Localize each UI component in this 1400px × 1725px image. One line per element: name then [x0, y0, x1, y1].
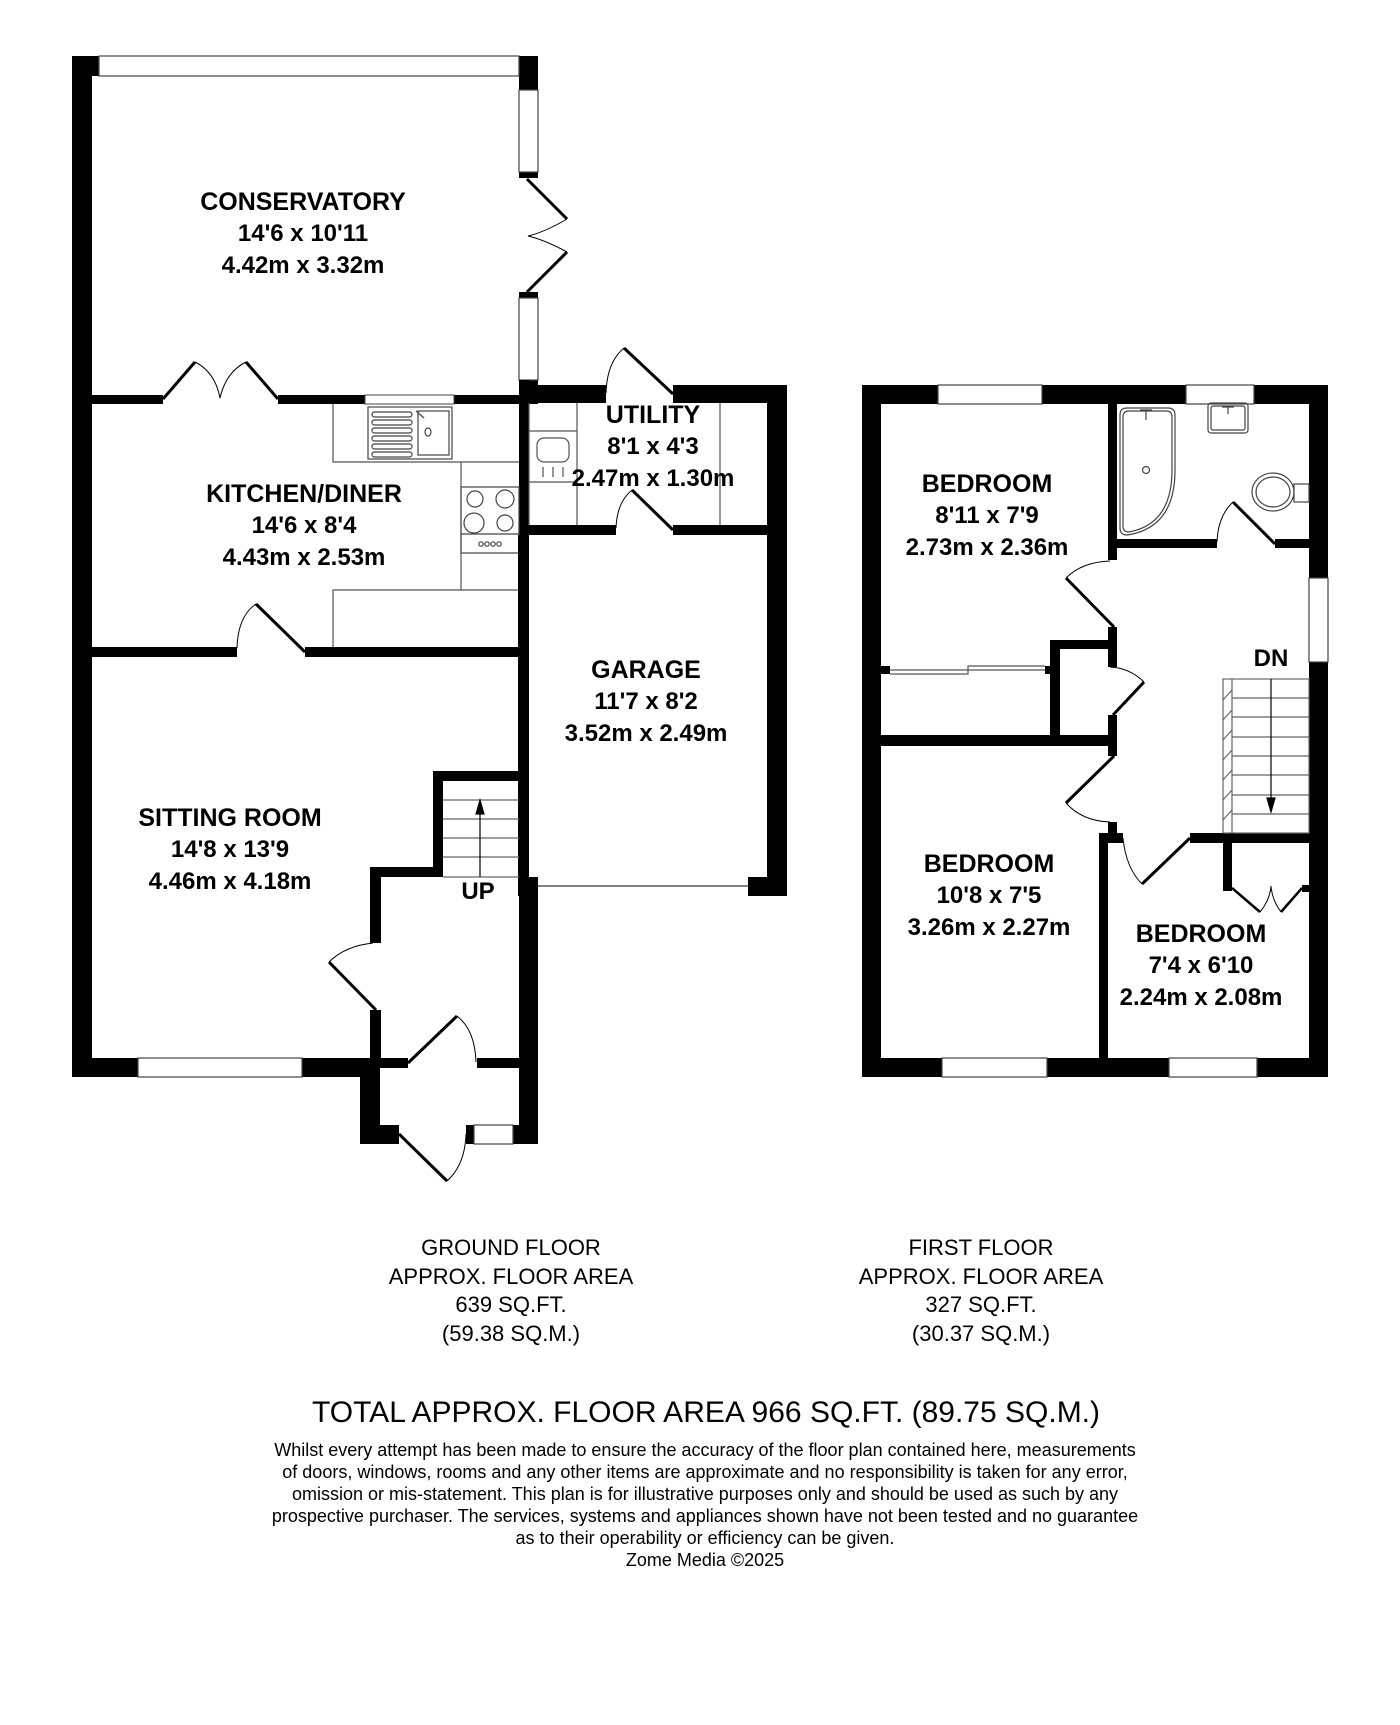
floor-title: GROUND FLOOR	[421, 1235, 601, 1260]
utility-walls	[519, 385, 787, 896]
room-imperial: 14'6 x 10'11	[237, 220, 369, 247]
bedroom1-door-icon	[1064, 560, 1116, 629]
first-floor-summary: FIRST FLOOR APPROX. FLOOR AREA 327 SQ.FT…	[859, 1234, 1104, 1348]
room-name: BEDROOM	[1135, 920, 1267, 948]
floor-sqft: 639 SQ.FT.	[455, 1292, 567, 1317]
basin-icon	[1207, 402, 1249, 434]
room-label-kitchen-diner: KITCHEN/DINER 14'6 x 8'4 4.43m x 2.53m	[206, 478, 402, 574]
kitchen-bifold-door-icon	[161, 361, 280, 400]
sink-icon	[367, 406, 453, 460]
stairs-up-icon	[443, 797, 519, 878]
floor-title: FIRST FLOOR	[908, 1235, 1054, 1260]
toilet-icon	[1251, 472, 1310, 512]
bath-icon	[1119, 407, 1176, 536]
hob-icon	[460, 486, 520, 554]
room-label-bedroom-2: BEDROOM 10'8 x 7'5 3.26m x 2.27m	[908, 848, 1071, 944]
conservatory-bifold-door-icon	[525, 177, 569, 294]
disclaimer-line: Whilst every attempt has been made to en…	[274, 1440, 1136, 1460]
room-label-sitting-room: SITTING ROOM 14'8 x 13'9 4.46m x 4.18m	[138, 802, 321, 898]
stairs-down-icon	[1222, 678, 1310, 834]
room-metric: 2.24m x 2.08m	[1119, 984, 1283, 1011]
room-name: CONSERVATORY	[200, 188, 406, 216]
disclaimer: Whilst every attempt has been made to en…	[0, 1439, 1400, 1571]
wardrobe-sliding-doors	[890, 665, 1045, 675]
conservatory-walls	[72, 56, 538, 1077]
room-label-bedroom-3: BEDROOM 7'4 x 6'10 2.24m x 2.08m	[1120, 918, 1283, 1014]
room-label-bedroom-1: BEDROOM 8'11 x 7'9 2.73m x 2.36m	[906, 468, 1069, 564]
room-label-garage: GARAGE 11'7 x 8'2 3.52m x 2.49m	[565, 654, 728, 750]
kitchen-door-icon	[236, 602, 307, 654]
room-name: UTILITY	[605, 401, 701, 429]
bedroom3-wardrobe-doors-icon	[1231, 885, 1303, 913]
garage-utility-door-icon	[615, 488, 675, 532]
bathroom-door-icon	[1216, 500, 1277, 546]
utility-units	[528, 403, 721, 525]
room-imperial: 8'1 x 4'3	[607, 433, 699, 460]
ground-floor-plan	[72, 55, 787, 1183]
first-floor-walls	[862, 385, 1328, 1077]
room-metric: 3.52m x 2.49m	[564, 720, 728, 747]
room-imperial: 8'11 x 7'9	[935, 502, 1039, 529]
room-label-conservatory: CONSERVATORY 14'6 x 10'11 4.42m x 3.32m	[200, 186, 406, 282]
room-imperial: 10'8 x 7'5	[936, 882, 1042, 909]
room-name: BEDROOM	[923, 850, 1055, 878]
room-metric: 4.42m x 3.32m	[221, 252, 385, 279]
disclaimer-line: of doors, windows, rooms and any other i…	[282, 1462, 1128, 1482]
conservatory-windows	[98, 55, 539, 381]
stairs-down-label: DN	[1253, 645, 1289, 672]
room-imperial: 11'7 x 8'2	[594, 688, 698, 715]
room-metric: 4.43m x 2.53m	[222, 544, 386, 571]
room-name: GARAGE	[591, 656, 701, 684]
copyright: Zome Media ©2025	[625, 1550, 785, 1570]
sitting-room-door-icon	[327, 942, 378, 1012]
utility-door-icon	[605, 346, 675, 396]
stairs-up-label: UP	[461, 878, 495, 905]
disclaimer-line: prospective purchaser. The services, sys…	[271, 1506, 1139, 1526]
room-imperial: 14'6 x 8'4	[251, 512, 357, 539]
room-imperial: 14'8 x 13'9	[170, 836, 290, 863]
room-name: SITTING ROOM	[138, 804, 322, 832]
room-metric: 3.26m x 2.27m	[907, 914, 1071, 941]
sitting-room-window	[137, 1057, 303, 1078]
room-metric: 2.73m x 2.36m	[905, 534, 1069, 561]
front-door-icon	[397, 1132, 467, 1183]
ground-floor-summary: GROUND FLOOR APPROX. FLOOR AREA 639 SQ.F…	[389, 1234, 634, 1348]
porch-window	[473, 1124, 514, 1145]
disclaimer-line: omission or mis-statement. This plan is …	[291, 1484, 1119, 1504]
first-floor-windows	[937, 384, 1329, 1078]
total-floor-area: TOTAL APPROX. FLOOR AREA 966 SQ.FT. (89.…	[311, 1396, 1101, 1429]
floor-subtitle: APPROX. FLOOR AREA	[858, 1263, 1104, 1289]
porch-inner-door-icon	[406, 1014, 477, 1065]
kitchen-window	[364, 394, 455, 405]
room-metric: 2.47m x 1.30m	[571, 465, 735, 492]
bedroom3-door-icon	[1122, 836, 1192, 886]
room-imperial: 7'4 x 6'10	[1148, 952, 1254, 979]
room-metric: 4.46m x 4.18m	[148, 868, 312, 895]
room-name: BEDROOM	[921, 470, 1053, 498]
sitting-room-walls	[72, 657, 538, 1144]
floor-sqm: (30.37 SQ.M.)	[911, 1320, 1051, 1346]
room-name: KITCHEN/DINER	[206, 480, 402, 508]
floor-sqm: (59.38 SQ.M.)	[441, 1320, 581, 1346]
floor-sqft: 327 SQ.FT.	[925, 1292, 1037, 1317]
cupboard-door-icon	[1109, 666, 1146, 717]
room-label-utility: UTILITY 8'1 x 4'3 2.47m x 1.30m	[572, 399, 735, 495]
disclaimer-line: as to their operability or efficiency ca…	[515, 1528, 895, 1548]
bedroom2-door-icon	[1064, 754, 1116, 823]
floor-subtitle: APPROX. FLOOR AREA	[388, 1263, 634, 1289]
first-floor-plan	[862, 384, 1329, 1078]
